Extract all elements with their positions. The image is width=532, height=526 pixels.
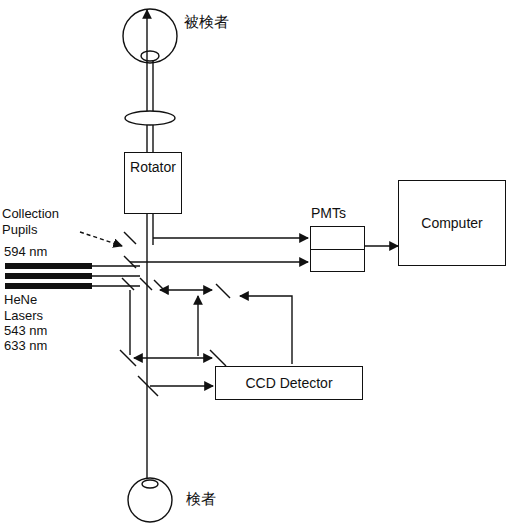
signal-arrow (365, 245, 398, 246)
laser-bar (5, 283, 92, 289)
beam (130, 261, 308, 262)
laser-beam (92, 275, 140, 276)
lens (125, 111, 175, 125)
box-label: Rotator (125, 159, 181, 175)
beam (150, 385, 213, 386)
process-box: Rotator (124, 152, 182, 214)
beam-splitter (122, 278, 134, 290)
eye-pupil (141, 51, 159, 61)
mirror (216, 284, 230, 298)
part-label: HeNe Lasers (4, 292, 60, 324)
beam-splitter (140, 278, 152, 290)
box-label: CCD Detector (216, 375, 362, 391)
process-box: CCD Detector (215, 366, 363, 400)
laser-beam (92, 285, 140, 286)
process-box: PMTs (310, 226, 365, 272)
subject-eye (123, 9, 177, 63)
part-label: 被検者 (184, 14, 264, 30)
part-label: 594 nm (4, 244, 84, 260)
beam (129, 290, 130, 355)
beam (197, 296, 198, 356)
mirror (210, 350, 226, 366)
beam (134, 357, 212, 358)
beam (146, 10, 147, 512)
part-label: 633 nm (4, 338, 84, 354)
part-label: 543 nm (4, 323, 84, 339)
collection-pupil-mirror (124, 232, 136, 244)
laser-bars (5, 263, 92, 289)
laser-bar (5, 263, 92, 269)
box-label: Computer (399, 215, 505, 231)
laser-bar (5, 273, 92, 279)
leader-line (80, 232, 122, 246)
eye-pupil (142, 480, 158, 488)
process-box: Computer (398, 180, 506, 266)
mirror (154, 280, 168, 294)
beam (160, 289, 212, 290)
divider-line (311, 249, 364, 250)
part-label: 検者 (186, 491, 266, 507)
feedback-line (240, 296, 292, 364)
part-label: Collection Pupils (2, 206, 78, 238)
beam (153, 237, 308, 238)
mirror (120, 350, 136, 366)
box-label: PMTs (311, 205, 364, 221)
examiner-eye (128, 478, 172, 522)
laser-beam (92, 265, 140, 266)
